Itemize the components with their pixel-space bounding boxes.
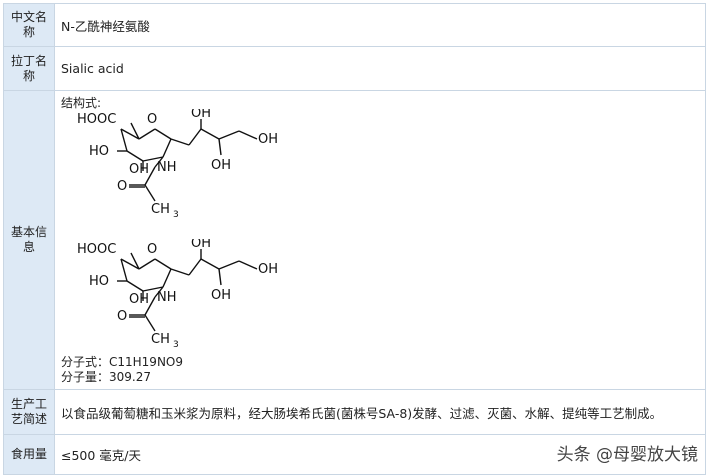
svg-text:O: O	[147, 242, 157, 257]
row-value-basic-info: 结构式:	[55, 91, 706, 389]
info-table: 中文名称 N-乙酰神经氨酸 拉丁名称 Sialic acid 基本信息 结构式:	[3, 3, 706, 475]
svg-text:OH: OH	[129, 292, 149, 307]
molecular-mass: 分子量：309.27	[61, 370, 151, 385]
svg-text:NH: NH	[157, 160, 177, 175]
svg-text:HOOC: HOOC	[77, 112, 116, 127]
svg-text:HO: HO	[89, 144, 109, 159]
svg-text:OH: OH	[258, 132, 278, 147]
svg-text:O: O	[117, 179, 127, 194]
svg-text:OH: OH	[211, 158, 231, 173]
table-row: 生产工艺简述 以食品级葡萄糖和玉米浆为原料，经大肠埃希氏菌(菌株号SA-8)发酵…	[3, 390, 706, 435]
row-value-chinese-name: N-乙酰神经氨酸	[55, 4, 706, 46]
row-label-basic-info: 基本信息	[3, 91, 55, 389]
svg-text:CH: CH	[151, 332, 170, 347]
svg-text:HOOC: HOOC	[77, 242, 116, 257]
svg-text:3: 3	[173, 340, 179, 349]
svg-text:OH: OH	[191, 109, 211, 121]
row-label-chinese-name: 中文名称	[3, 4, 55, 46]
svg-text:NH: NH	[157, 290, 177, 305]
table-row: 中文名称 N-乙酰神经氨酸	[3, 3, 706, 47]
svg-text:OH: OH	[191, 239, 211, 251]
svg-text:OH: OH	[211, 288, 231, 303]
svg-text:CH: CH	[151, 202, 170, 217]
row-value-latin-name: Sialic acid	[55, 47, 706, 90]
row-label-latin-name: 拉丁名称	[3, 47, 55, 90]
svg-text:3: 3	[173, 210, 179, 220]
svg-text:O: O	[117, 309, 127, 324]
structure-diagram-2: HOOC O OH OH OH HO OH NH O CH 3	[59, 239, 289, 349]
structure-diagram-1: HOOC O OH OH OH HO OH NH O CH 3	[59, 109, 289, 239]
svg-text:HO: HO	[89, 274, 109, 289]
svg-text:OH: OH	[258, 262, 278, 277]
svg-text:O: O	[147, 112, 157, 127]
table-row: 基本信息 结构式:	[3, 91, 706, 390]
row-label-dosage: 食用量	[3, 435, 55, 474]
svg-text:OH: OH	[129, 162, 149, 177]
molecular-formula: 分子式：C11H19NO9	[61, 355, 183, 370]
table-row: 拉丁名称 Sialic acid	[3, 47, 706, 91]
watermark: 头条 @母婴放大镜	[557, 440, 698, 465]
row-label-process: 生产工艺简述	[3, 390, 55, 434]
row-value-process: 以食品级葡萄糖和玉米浆为原料，经大肠埃希氏菌(菌株号SA-8)发酵、过滤、灭菌、…	[55, 390, 706, 434]
